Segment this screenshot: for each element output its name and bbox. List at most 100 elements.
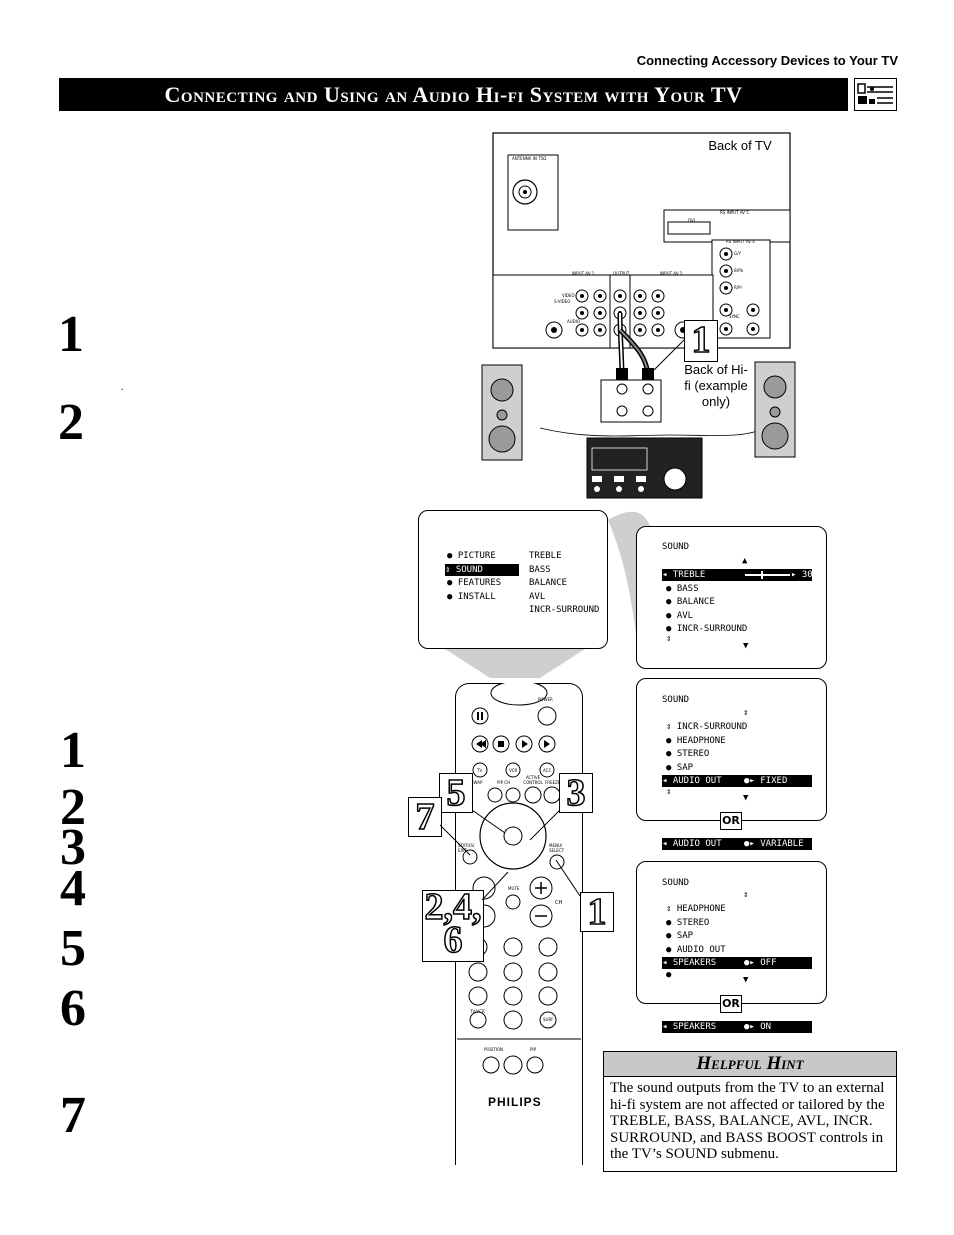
treble-value: ▸ 30 xyxy=(791,570,813,580)
osd-item: ⇕ HEADPHONE xyxy=(666,904,726,914)
osd-selected-row: ◂ SPEAKERS xyxy=(662,957,812,969)
bpb-label: B/Pb xyxy=(734,268,744,273)
page-title: Connecting and Using an Audio Hi-fi Syst… xyxy=(59,78,848,111)
or-label: OR xyxy=(720,995,742,1013)
svideo-label: S-VIDEO xyxy=(554,299,571,304)
step-number: 3 xyxy=(60,819,86,876)
tv-button-label: TV xyxy=(477,768,483,773)
sound-screen-audio-out: SOUND ⇕ ⇕ INCR-SURROUND ● HEADPHONE ● ST… xyxy=(636,678,827,821)
section-icon xyxy=(854,78,897,111)
up-arrow-icon: ▲ xyxy=(742,556,748,566)
down-arrow-icon: ▼ xyxy=(743,793,749,803)
osd-selected-row: ◂ AUDIO OUT xyxy=(662,775,812,787)
surf-label: SURF xyxy=(543,1017,554,1022)
submenu-item: AVL xyxy=(529,592,546,602)
osd-selected-row: ◂ TREBLE xyxy=(662,569,812,581)
video-label: VIDEO xyxy=(562,293,575,298)
status-exit-label: STATUS/ EXIT xyxy=(458,843,475,853)
mute-label: MUTE xyxy=(508,886,520,891)
osd-item: ● STEREO xyxy=(666,918,710,928)
hint-title: Helpful Hint xyxy=(604,1052,896,1077)
callout-7: 7 xyxy=(408,797,442,837)
av2-label: INPUT AV 2 xyxy=(660,271,683,276)
menu-select-label: MENU/ SELECT xyxy=(549,843,565,853)
alt-option-bar: ◂ SPEAKERS xyxy=(662,1021,812,1033)
osd-item: ● BALANCE xyxy=(666,597,715,607)
down-arrow-icon: ▼ xyxy=(743,975,749,985)
sync-label: SYNC xyxy=(729,314,740,319)
connection-callout: 1 xyxy=(684,320,718,362)
osd-item: ● AUDIO OUT xyxy=(666,945,726,955)
step-number: 2 xyxy=(58,394,84,451)
step-number: 6 xyxy=(60,980,86,1037)
callout-1: 1 xyxy=(580,892,614,932)
callout-5: 5 xyxy=(439,773,473,813)
antenna-label: ANTENNA IN 75Ω xyxy=(512,156,547,161)
scroll-icon: ⇕ xyxy=(743,890,749,900)
rpr-label: R/Pr xyxy=(734,285,743,290)
power-label: POWER xyxy=(538,697,553,702)
bullet-icon: ● xyxy=(666,970,672,980)
stray-dot: . xyxy=(121,382,124,393)
osd-item: ● STEREO xyxy=(666,749,710,759)
osd-selected-value: ●▸ OFF xyxy=(744,958,777,968)
hint-text: The sound outputs from the TV to an exte… xyxy=(610,1080,885,1162)
down-arrow-icon: ▼ xyxy=(743,641,749,651)
osd-title: SOUND xyxy=(662,695,690,705)
submenu-item: BALANCE xyxy=(529,578,567,588)
callout-leader-lines xyxy=(439,809,581,901)
av5-label: RS INPUT AV 5 xyxy=(720,210,749,215)
menu-item-selected: ⇕ SOUND xyxy=(445,564,519,576)
vcr-button-label: VCR xyxy=(509,768,518,773)
back-of-hifi-label: Back of Hi-fi (example only) xyxy=(684,362,748,409)
position-label: POSITION xyxy=(484,1047,504,1052)
sound-screen-speakers: SOUND ⇕ ⇕ HEADPHONE ● STEREO ● SAP ● AUD… xyxy=(636,861,827,1004)
acc-button-label: ACC xyxy=(543,768,552,773)
step-number: 4 xyxy=(60,860,86,917)
or-label: OR xyxy=(720,812,742,830)
back-of-tv-label: Back of TV xyxy=(708,138,772,153)
step-number: 2 xyxy=(60,779,86,836)
osd-item: ● SAP xyxy=(666,763,694,773)
submenu-item: INCR-SURROUND xyxy=(529,605,600,615)
tv-vcr-label: TV/VCR xyxy=(470,1009,485,1014)
step-number: 1 xyxy=(58,306,84,363)
av4-label: RS INPUT AV 4 xyxy=(726,239,755,244)
output-label: OUTPUT xyxy=(613,271,630,276)
scroll-icon: ⇕ xyxy=(743,708,749,718)
step-number: 5 xyxy=(60,920,86,977)
main-menu-screen: ● PICTURE ⇕ SOUND ● FEATURES ● INSTALL T… xyxy=(418,510,608,649)
pip-ch-label: PIP CH xyxy=(497,780,511,785)
osd-item: ● BASS xyxy=(666,584,699,594)
callout-2-4-6: 2,4, 6 xyxy=(422,887,484,962)
submenu-item: BASS xyxy=(529,565,551,575)
remote-buttons xyxy=(457,683,581,1075)
step-number: 1 xyxy=(60,722,86,779)
gy-label: G/Y xyxy=(734,251,741,256)
running-head: Connecting Accessory Devices to Your TV xyxy=(636,53,898,68)
osd-item: ● AVL xyxy=(666,611,694,621)
osd-item: ● INCR-SURROUND xyxy=(666,624,748,634)
osd-title: SOUND xyxy=(662,542,690,552)
active-control-label: ACTIVE CONTROL xyxy=(523,775,543,785)
connection-diagram xyxy=(481,132,796,499)
alt-option-value: ●▸ ON xyxy=(744,1022,772,1032)
helpful-hint-box: Helpful Hint The sound outputs from the … xyxy=(603,1051,897,1172)
scroll-icon: ⇕ xyxy=(666,634,672,644)
pip-label: PIP xyxy=(530,1047,537,1052)
submenu-item: TREBLE xyxy=(529,551,562,561)
treble-slider-track xyxy=(745,574,790,576)
callout-3: 3 xyxy=(559,773,593,813)
menu-item: ● FEATURES xyxy=(447,578,502,588)
dvi-label: DVI xyxy=(688,218,695,223)
beam-shapes xyxy=(445,511,650,678)
osd-item: ⇕ INCR-SURROUND xyxy=(666,722,748,732)
av1-label: INPUT AV 1 xyxy=(572,271,595,276)
ch-label: CH xyxy=(555,900,563,906)
osd-item: ● SAP xyxy=(666,931,694,941)
freeze-label: FREEZE xyxy=(545,780,561,785)
philips-logo: PHILIPS xyxy=(488,1095,542,1109)
audio-label: AUDIO xyxy=(567,319,581,324)
menu-item: ● INSTALL xyxy=(447,592,496,602)
menu-item: ● PICTURE xyxy=(447,551,496,561)
